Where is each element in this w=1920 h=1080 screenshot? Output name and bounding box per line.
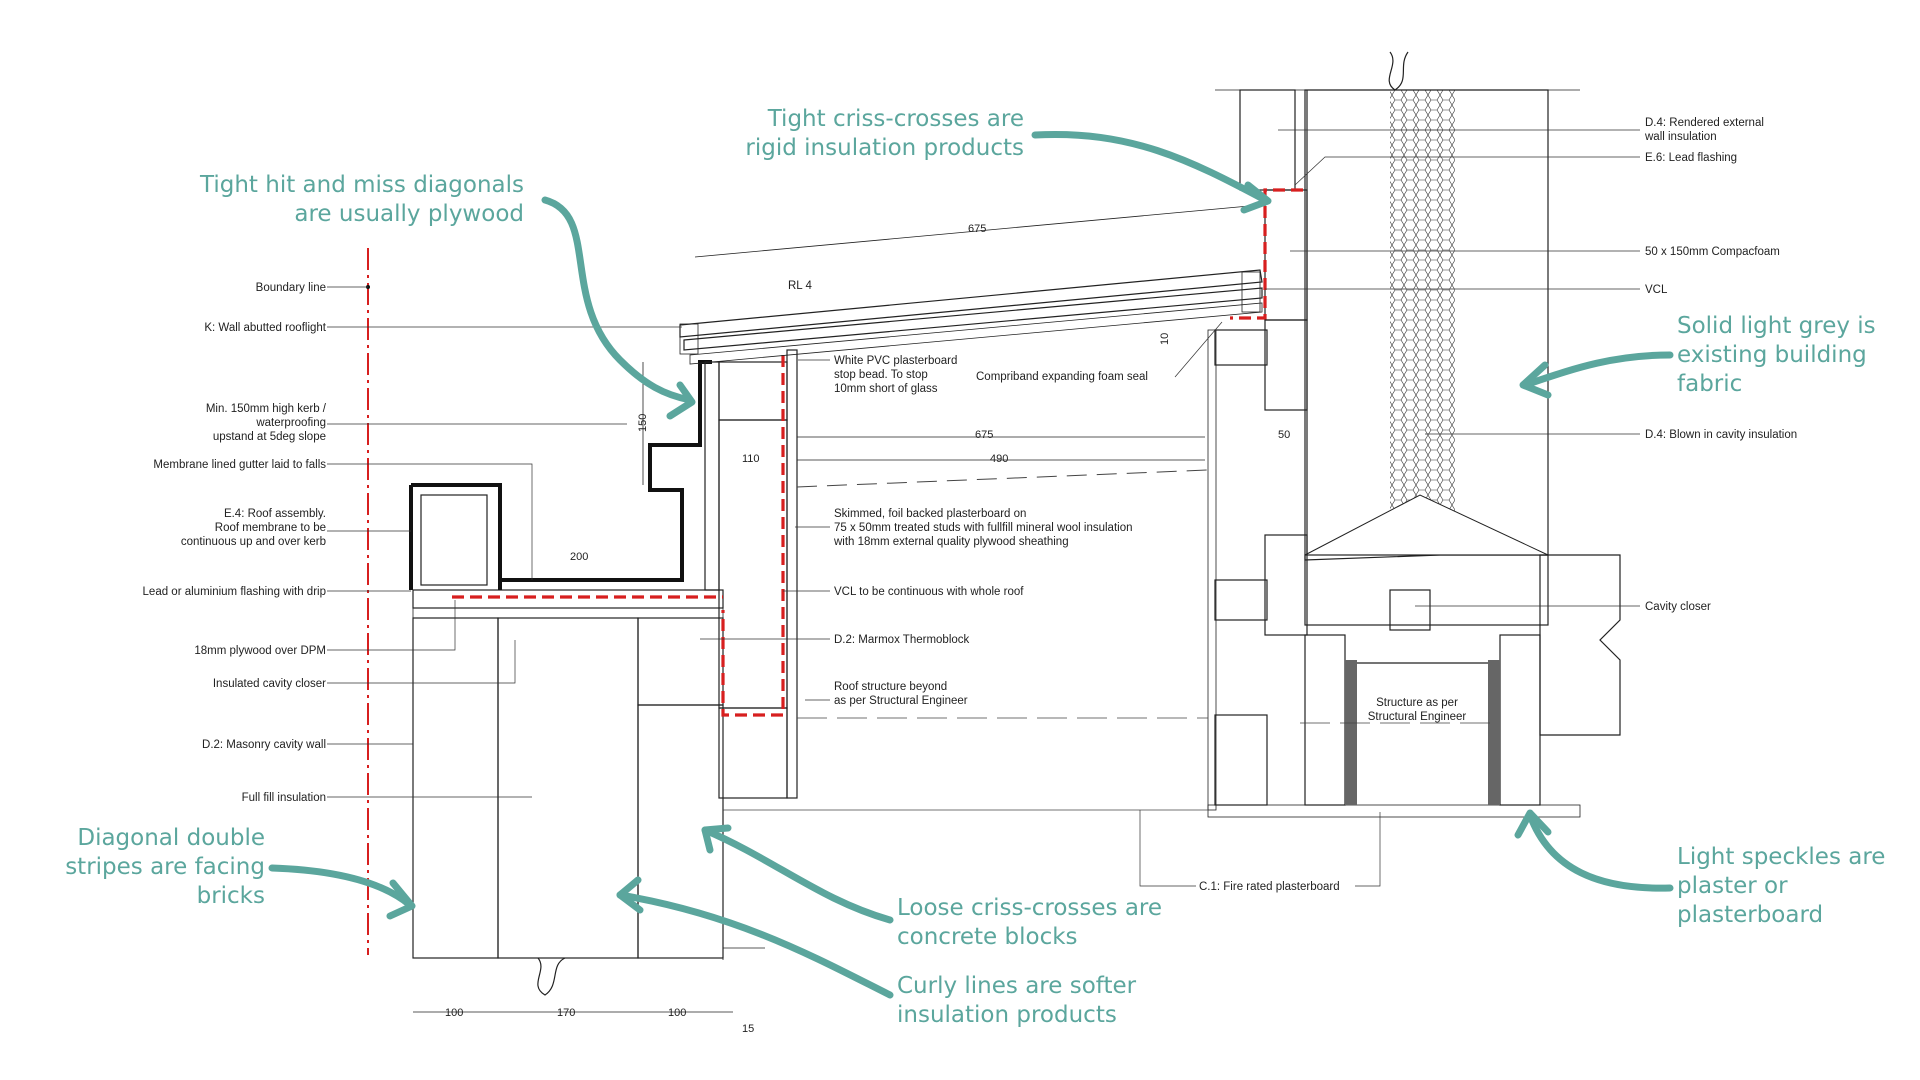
middle-labels: RL 4 White PVC plasterboard stop bead. T…	[700, 280, 1223, 707]
label-kerb-2: waterproofing	[255, 417, 326, 429]
ann-blocks-1: Loose criss-crosses are	[897, 895, 1162, 921]
label-rendered-2: wall insulation	[1644, 131, 1717, 143]
ann-grey-3: fabric	[1677, 371, 1742, 397]
annotation-arrows	[268, 130, 1674, 999]
plywood-deck	[412, 589, 724, 609]
label-pvc-bead-1: White PVC plasterboard	[834, 355, 957, 367]
existing-building-fabric	[1304, 51, 1621, 736]
ann-grey-2: existing building	[1677, 342, 1867, 368]
dimensions: 675 675 490 50 110 150 200 10 100 170 10…	[413, 204, 1290, 1035]
label-plasterboard-1: Skimmed, foil backed plasterboard on	[834, 508, 1026, 520]
dim-100-b: 100	[668, 1007, 686, 1019]
label-roof-structure-1: Roof structure beyond	[834, 681, 947, 693]
ann-plywood-1: Tight hit and miss diagonals	[199, 172, 524, 198]
dim-100-a: 100	[445, 1007, 463, 1019]
ann-speckles-3: plasterboard	[1677, 902, 1823, 928]
dim-170: 170	[557, 1007, 575, 1019]
ann-criss-tight-2: rigid insulation products	[745, 135, 1024, 161]
label-vcl-continuous: VCL to be continuous with whole roof	[834, 586, 1024, 598]
label-lead-flashing: E.6: Lead flashing	[1645, 152, 1737, 164]
ann-criss-tight-1: Tight criss-crosses are	[767, 106, 1024, 132]
ann-bricks-3: bricks	[197, 883, 265, 909]
dim-150: 150	[637, 414, 649, 432]
ann-grey-1: Solid light grey is	[1677, 313, 1876, 339]
ann-plywood-2: are usually plywood	[294, 201, 524, 227]
label-full-fill: Full fill insulation	[242, 792, 326, 804]
dim-675-top: 675	[968, 223, 986, 235]
thermoblock	[637, 617, 724, 706]
label-thermoblock: D.2: Marmox Thermoblock	[834, 634, 970, 646]
label-vcl: VCL	[1645, 284, 1668, 296]
annotation-text: Tight criss-crosses are rigid insulation…	[65, 106, 1885, 1028]
label-wall-abutted-rooflight: K: Wall abutted rooflight	[204, 322, 326, 334]
right-timbers	[1207, 319, 1581, 818]
dim-200: 200	[570, 551, 588, 563]
label-plasterboard-2: 75 x 50mm treated studs with fullfill mi…	[834, 522, 1133, 534]
label-rl4: RL 4	[788, 280, 812, 292]
kerb-timber	[409, 483, 502, 590]
structure-beam	[1345, 660, 1500, 805]
right-labels: D.4: Rendered external wall insulation E…	[1139, 117, 1797, 893]
left-labels: Boundary line K: Wall abutted rooflight …	[143, 282, 682, 804]
label-pvc-bead-2: stop bead. To stop	[834, 369, 928, 381]
ann-bricks-1: Diagonal double	[77, 825, 265, 851]
label-gutter: Membrane lined gutter laid to falls	[153, 459, 326, 471]
label-kerb-1: Min. 150mm high kerb /	[206, 403, 327, 415]
label-roof-assembly-1: E.4: Roof assembly.	[224, 508, 326, 520]
label-structure-2: Structural Engineer	[1368, 711, 1467, 723]
vcl-line-right	[1230, 188, 1303, 320]
label-pvc-bead-3: 10mm short of glass	[834, 383, 938, 395]
label-roof-structure-2: as per Structural Engineer	[834, 695, 968, 707]
ann-bricks-2: stripes are facing	[65, 854, 265, 880]
ann-curly-2: insulation products	[897, 1002, 1117, 1028]
label-structure-1: Structure as per	[1376, 697, 1458, 709]
compacfoam	[1264, 189, 1308, 321]
label-masonry-wall: D.2: Masonry cavity wall	[202, 739, 326, 751]
dim-15: 15	[742, 1023, 754, 1035]
label-roof-assembly-3: continuous up and over kerb	[181, 536, 326, 548]
rooflight	[679, 269, 1263, 365]
ann-speckles-2: plaster or	[1677, 873, 1788, 899]
label-blown-cavity: D.4: Blown in cavity insulation	[1645, 429, 1797, 441]
label-kerb-3: upstand at 5deg slope	[213, 431, 326, 443]
rendered-insulation	[1239, 89, 1296, 191]
dim-110: 110	[742, 453, 760, 465]
label-plasterboard-3: with 18mm external quality plywood sheat…	[833, 536, 1069, 548]
upstand-plywood	[704, 361, 720, 591]
label-rendered-1: D.4: Rendered external	[1645, 117, 1764, 129]
dim-50: 50	[1278, 429, 1290, 441]
label-fire-rated: C.1: Fire rated plasterboard	[1199, 881, 1340, 893]
label-cavity-closer: Cavity closer	[1645, 601, 1711, 613]
vcl-line-left	[721, 355, 785, 717]
stud-wall	[718, 349, 798, 799]
label-compriband: Compriband expanding foam seal	[976, 371, 1148, 383]
gutter-membrane	[500, 360, 712, 582]
label-compacfoam: 50 x 150mm Compacfoam	[1645, 246, 1780, 258]
dim-490: 490	[990, 453, 1008, 465]
ann-blocks-2: concrete blocks	[897, 924, 1078, 950]
dim-10: 10	[1159, 333, 1171, 345]
ann-curly-1: Curly lines are softer	[897, 973, 1137, 999]
label-roof-assembly-2: Roof membrane to be	[215, 522, 326, 534]
ann-speckles-1: Light speckles are	[1677, 844, 1885, 870]
label-insulated-closer: Insulated cavity closer	[213, 678, 326, 690]
dim-675-mid: 675	[975, 429, 993, 441]
label-boundary-line: Boundary line	[256, 282, 326, 294]
label-plywood-dpm: 18mm plywood over DPM	[194, 645, 326, 657]
label-flashing-drip: Lead or aluminium flashing with drip	[143, 586, 326, 598]
masonry-cavity-wall	[412, 617, 724, 996]
